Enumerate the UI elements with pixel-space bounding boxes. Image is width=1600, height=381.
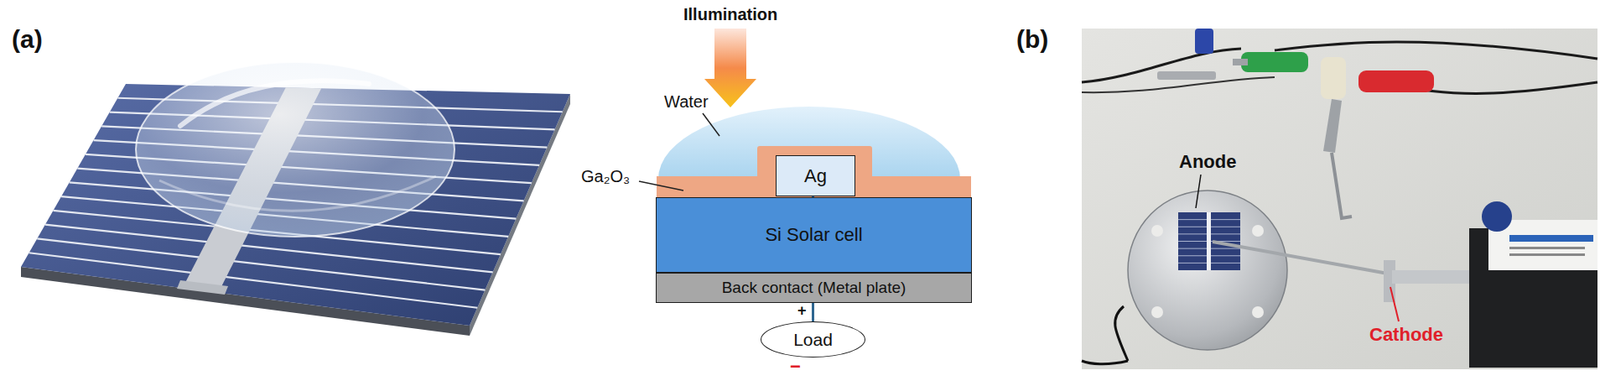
sticker-line: [1509, 253, 1585, 256]
probe-station: [1469, 228, 1598, 368]
leader-line: [1195, 174, 1201, 208]
plug-white: [1320, 57, 1346, 99]
node-label: Load: [793, 329, 833, 350]
probe-needle: [1212, 241, 1388, 274]
polarity-sign: −: [789, 355, 801, 377]
anode-label: Anode: [1179, 150, 1237, 172]
cable: [1115, 306, 1128, 361]
anode-plate: [1127, 190, 1288, 350]
leader-line: [702, 113, 720, 136]
panel-letter: (a): [11, 25, 43, 55]
cable: [1081, 48, 1242, 83]
probe-arm: [1392, 270, 1473, 284]
photo-illustration: [1081, 28, 1598, 369]
water-label: Water: [664, 92, 709, 112]
plate-hole: [1151, 306, 1164, 318]
ga2o3-cover: [757, 145, 873, 198]
cathode-label: Cathode: [1369, 323, 1444, 345]
solar-cell-layer: Si Solar cell: [655, 197, 972, 273]
cell-busbar: [1206, 212, 1211, 271]
back-contact-plate: Back contact (Metal plate): [655, 272, 972, 303]
plate-hole: [1151, 224, 1164, 237]
polarity-sign: +: [797, 301, 807, 320]
illumination-label: Illumination: [683, 5, 778, 25]
photo-background: [1081, 28, 1598, 369]
node-label: Si Solar cell: [764, 223, 863, 246]
leader-line: [638, 181, 684, 191]
plate-hole: [1251, 224, 1264, 237]
panel-letter: (b): [1016, 25, 1049, 55]
cable: [1274, 41, 1598, 59]
probe-cable: [1331, 152, 1352, 219]
small-solar-cell: [1178, 212, 1241, 271]
plug-green: [1241, 51, 1309, 73]
solar-panel-illustration: [20, 62, 571, 336]
alligator-clip: [1323, 98, 1342, 153]
plug-pin: [1232, 58, 1248, 66]
layer-label: Ga₂O₃: [581, 166, 630, 187]
illumination-arrow: [704, 28, 757, 108]
finger-line: [29, 252, 478, 308]
cable: [1081, 360, 1128, 364]
node-label: Ag: [804, 165, 827, 188]
node-label: Back contact (Metal plate): [722, 278, 907, 297]
station-knob: [1481, 201, 1512, 232]
busbar-tab: [176, 280, 229, 295]
sticker-line: [1509, 246, 1585, 250]
droplet-rim: [159, 176, 437, 211]
plug-red: [1358, 70, 1434, 93]
plate-hole: [1251, 306, 1264, 318]
leader-line: [1390, 286, 1399, 322]
water-droplet: [135, 62, 455, 237]
electrode-box: Ag: [775, 155, 856, 197]
droplet-highlight: [180, 80, 369, 126]
load-ellipse: Load: [760, 321, 866, 358]
alligator-clip: [1157, 71, 1216, 80]
plug-blue: [1194, 28, 1214, 54]
sticker-logo: [1509, 234, 1594, 242]
